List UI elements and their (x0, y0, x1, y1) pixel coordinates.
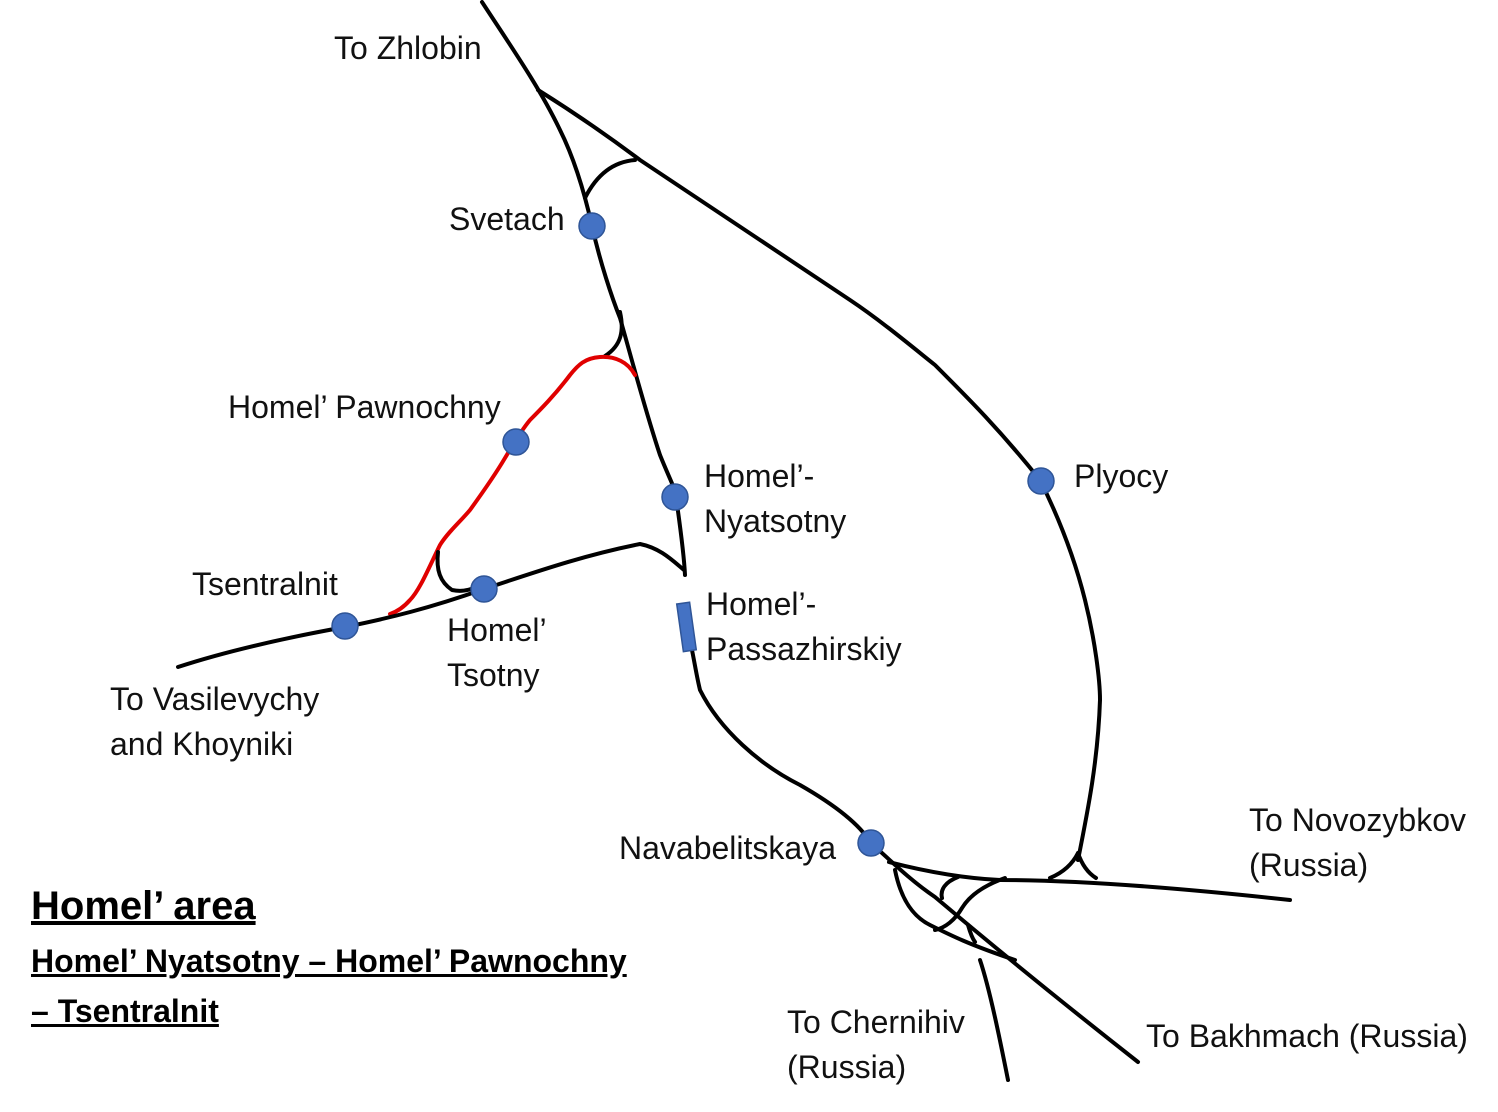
label-navabelitskaya: Navabelitskaya (619, 830, 836, 866)
station-nyatsotny[interactable] (661, 483, 689, 511)
station-passazhirskiy[interactable] (675, 601, 698, 653)
track-zhlobin-chord (583, 158, 637, 200)
label-tsotny-line1: Homel’ (447, 612, 547, 648)
label-novozybkov-line2: (Russia) (1249, 847, 1369, 883)
track-novozybkov (887, 860, 1292, 902)
track-small-loop (939, 875, 977, 944)
track-chernihiv-chord (933, 876, 1007, 932)
label-novozybkov-line1: To Novozybkov (1249, 802, 1466, 838)
label-passazhirskiy-line1: Homel’- (706, 586, 817, 622)
station-tsotny[interactable] (470, 575, 498, 603)
station-plyocy[interactable] (1027, 467, 1055, 495)
label-svetach: Svetach (449, 201, 565, 237)
station-pawnochny[interactable] (502, 428, 530, 456)
map-title: Homel’ area (31, 884, 256, 928)
label-pawnochny: Homel’ Pawnochny (228, 389, 501, 425)
label-vasilevychy-line2: and Khoyniki (110, 726, 294, 762)
track-western-line (176, 542, 686, 669)
map-subtitle-line1: Homel’ Nyatsotny – Homel’ Pawnochny (31, 943, 627, 979)
label-chernihiv-line1: To Chernihiv (787, 1004, 965, 1040)
label-nyatsotny-line2: Nyatsotny (704, 503, 847, 539)
map-subtitle-line2: – Tsentralnit (31, 993, 219, 1029)
station-svetach[interactable] (578, 212, 606, 240)
label-tsentralnit: Tsentralnit (192, 566, 338, 602)
track-zhlobin-main (480, 0, 687, 577)
track-pawnochny-junction (603, 310, 624, 358)
station-navabelitskaya[interactable] (857, 829, 885, 857)
label-chernihiv-line2: (Russia) (787, 1049, 907, 1085)
track-plyocy-junction (1048, 851, 1098, 880)
track-tsotny-chord (435, 550, 477, 593)
label-plyocy: Plyocy (1074, 458, 1169, 494)
track-eastern-line (536, 88, 1102, 862)
track-chernihiv (893, 868, 1017, 1082)
label-vasilevychy-line1: To Vasilevychy (110, 681, 320, 717)
label-tsotny-line2: Tsotny (447, 657, 540, 693)
label-bakhmach: To Bakhmach (Russia) (1146, 1018, 1468, 1054)
track-highlighted-pawnochny (388, 354, 637, 616)
label-passazhirskiy-line2: Passazhirskiy (706, 631, 902, 667)
label-zhlobin: To Zhlobin (334, 30, 482, 66)
label-nyatsotny-line1: Homel’- (704, 458, 815, 494)
station-tsentralnit[interactable] (331, 612, 359, 640)
